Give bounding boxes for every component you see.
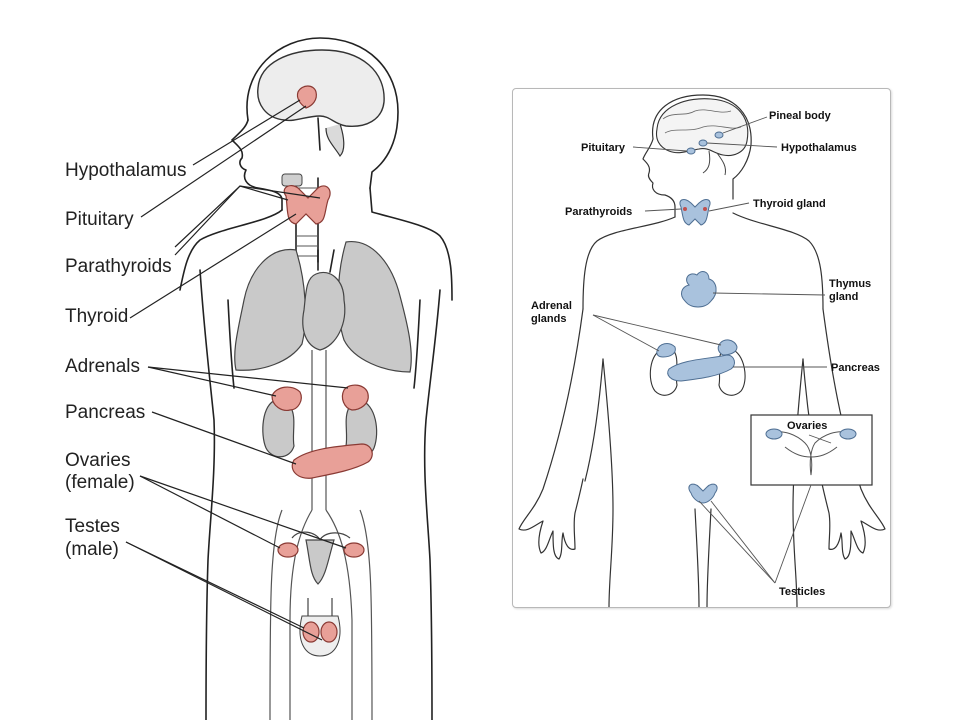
label-thymus: Thymus [829, 278, 871, 290]
label-adrenals: Adrenals [65, 356, 140, 377]
left-thyroid-gland [283, 184, 331, 225]
right-body-outline [518, 94, 886, 607]
right-leader-lines [592, 116, 832, 584]
right-pituitary-gland [686, 147, 696, 155]
left-pancreas-gland [291, 443, 373, 479]
label-adrenal-glands: glands [531, 313, 566, 325]
right-pancreas-gland [667, 354, 735, 382]
right-parathyroid-dot-left [683, 207, 687, 211]
right-brain-illustration [655, 98, 749, 176]
right-thyroid-gland [679, 199, 711, 226]
label-right-hypothalamus: Hypothalamus [781, 142, 857, 154]
left-body-outline [179, 37, 453, 720]
right-thymus-gland [681, 271, 717, 308]
left-testis-right [320, 621, 338, 643]
left-adrenal-gland-right [341, 384, 369, 411]
label-right-pancreas: Pancreas [831, 362, 880, 374]
label-parathyroids: Parathyroids [65, 256, 172, 277]
right-endocrine-diagram: Pineal body Pituitary Hypothalamus Parat… [518, 94, 886, 607]
right-parathyroid-dot-right [703, 207, 707, 211]
lungs-illustration [234, 241, 412, 373]
left-endocrine-diagram: Hypothalamus Pituitary Parathyroids Thyr… [65, 37, 453, 720]
label-testes-male: (male) [65, 539, 119, 560]
right-endocrine-panel: Pineal body Pituitary Hypothalamus Parat… [512, 88, 891, 608]
right-ovary-right [839, 428, 857, 440]
heart-illustration [302, 249, 346, 351]
label-thyroid-gland: Thyroid gland [753, 198, 826, 210]
right-adrenal-gland-left [656, 343, 676, 358]
label-ovaries-female: (female) [65, 472, 135, 493]
label-testes: Testes [65, 516, 120, 537]
label-right-ovaries: Ovaries [787, 420, 827, 432]
left-leader-lines [125, 99, 349, 641]
right-adrenal-gland-right [717, 339, 738, 356]
left-ovary-right [343, 542, 365, 558]
left-ovary-left [277, 542, 299, 558]
label-thymus-gland: gland [829, 291, 858, 303]
label-adrenal: Adrenal [531, 300, 572, 312]
right-hypothalamus-gland [698, 139, 708, 147]
label-pineal-body: Pineal body [769, 110, 832, 122]
label-thyroid: Thyroid [65, 306, 128, 327]
left-adrenal-gland-left [271, 386, 302, 411]
label-pituitary: Pituitary [65, 209, 134, 230]
right-testicles-gland [688, 483, 718, 504]
label-hypothalamus: Hypothalamus [65, 160, 186, 181]
right-pineal-body-gland [714, 131, 724, 139]
label-right-parathyroids: Parathyroids [565, 206, 632, 218]
label-pancreas: Pancreas [65, 402, 145, 423]
right-ovary-left [765, 428, 783, 440]
label-right-pituitary: Pituitary [581, 142, 626, 154]
brain-illustration [257, 49, 385, 157]
label-testicles: Testicles [779, 586, 825, 598]
label-ovaries: Ovaries [65, 450, 130, 471]
